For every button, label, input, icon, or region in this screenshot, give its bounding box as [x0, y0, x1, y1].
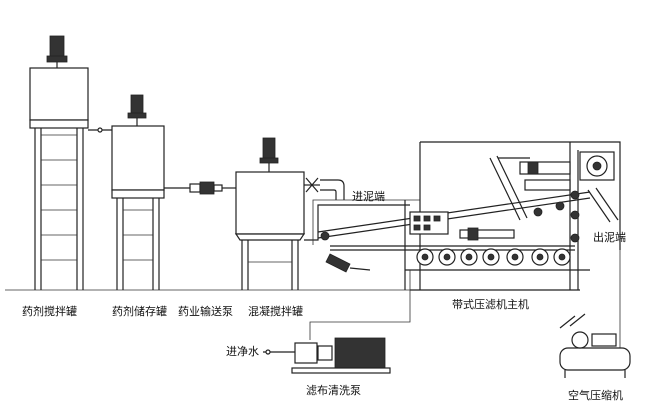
mixer-motor-3 — [262, 137, 276, 161]
label-coag-mix-tank: 混凝搅拌罐 — [248, 305, 303, 318]
label-dosing-pump: 药业输送泵 — [178, 305, 233, 318]
tank-body-2 — [111, 125, 165, 191]
label-clean-water-in: 进净水 — [226, 345, 259, 358]
wash-pump-motor — [334, 337, 386, 369]
tank-body-3 — [235, 171, 305, 235]
dosing-storage-tank — [111, 94, 165, 290]
label-dosing-mix-tank: 药剂搅拌罐 — [22, 305, 77, 318]
coag-mix-tank — [234, 137, 306, 290]
mixer-motor-1 — [49, 35, 65, 59]
air-compressor — [559, 313, 631, 378]
inlet-valve — [305, 177, 319, 193]
belt-press — [317, 141, 621, 291]
sludge-outlet-chute — [587, 189, 611, 223]
cloth-wash-pump — [263, 337, 391, 374]
wash-water-line — [309, 270, 411, 340]
dosing-pump — [189, 181, 223, 195]
label-sludge-inlet: 进泥端 — [352, 190, 385, 203]
sludge-inlet-pipe — [320, 179, 345, 200]
tank-body-1 — [29, 67, 89, 121]
label-press-main: 带式压滤机主机 — [452, 298, 529, 311]
dosing-mix-tank — [29, 35, 89, 290]
control-box — [409, 211, 449, 235]
label-air-compressor: 空气压缩机 — [568, 389, 623, 402]
label-dosing-storage-tank: 药剂储存罐 — [112, 305, 167, 318]
label-sludge-outlet: 出泥端 — [593, 231, 626, 244]
label-cloth-wash-pump: 滤布清洗泵 — [306, 384, 361, 397]
mixer-motor-2 — [130, 94, 144, 116]
